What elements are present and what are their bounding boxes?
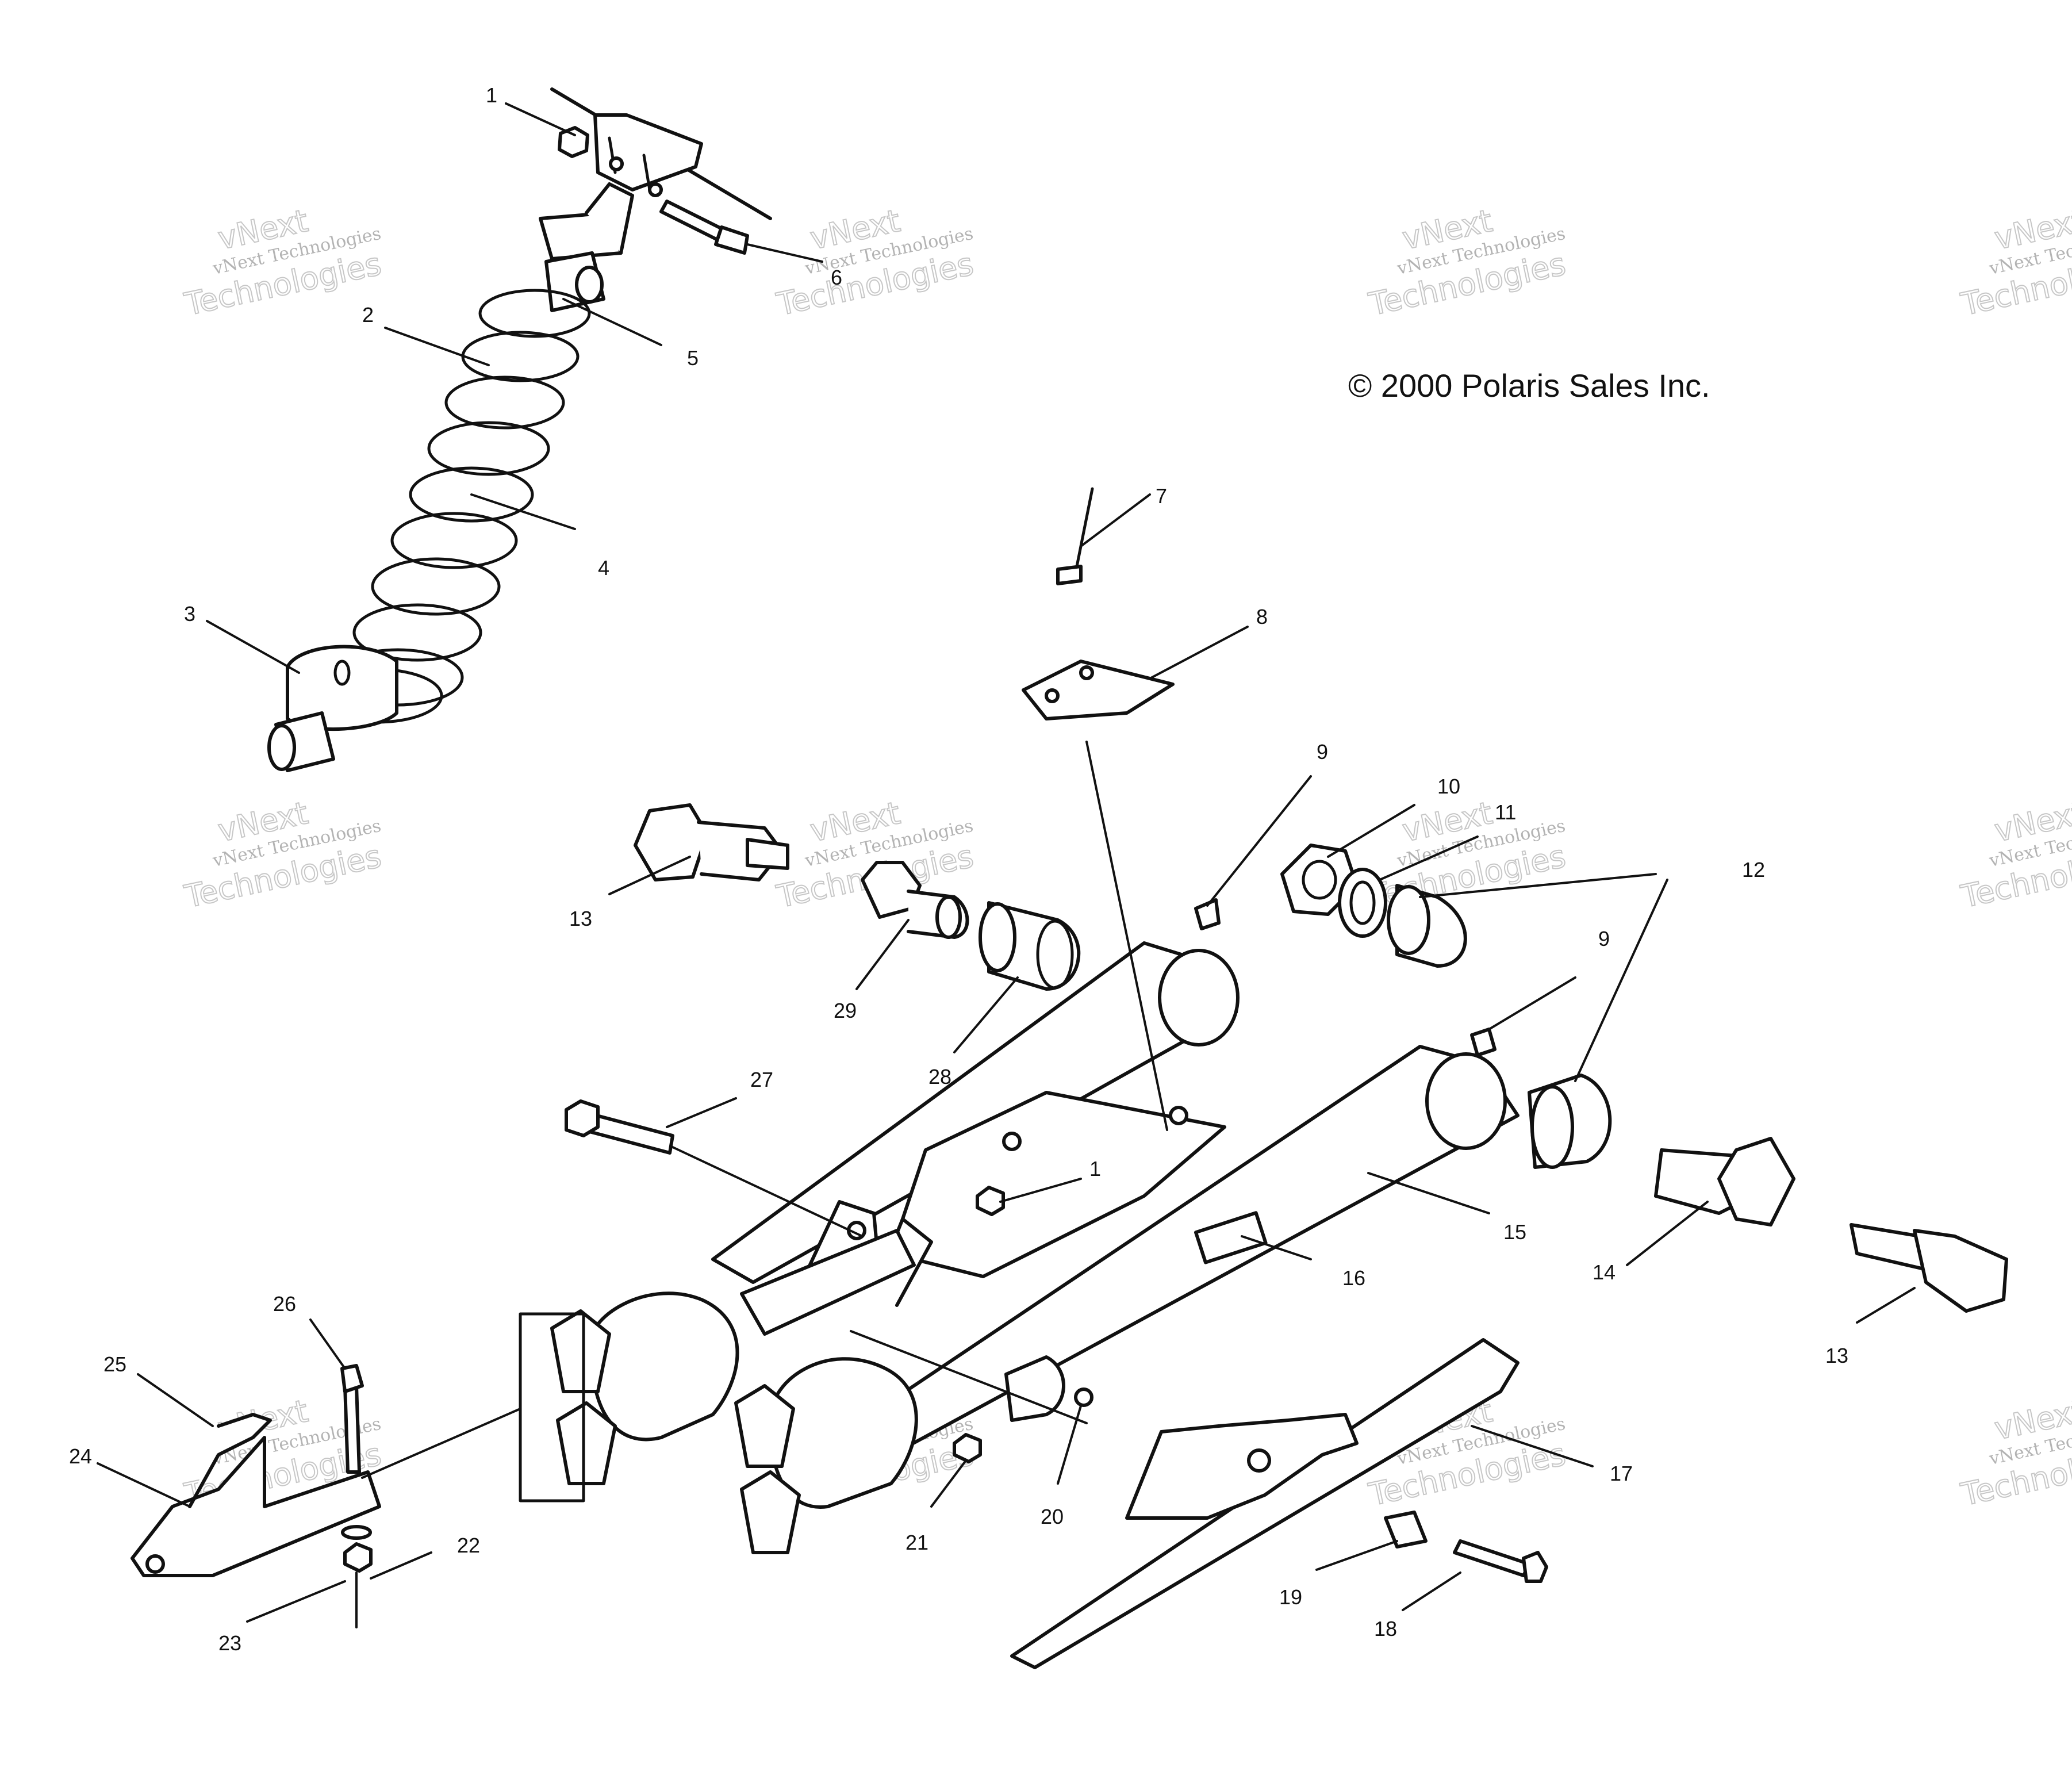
callouts: 1 2 3 4 5 6 7 8 9 10 11 12 9 13 29 28 27… [69, 83, 1848, 1655]
callout-17: 17 [1610, 1462, 1633, 1485]
copyright-text: © 2000 Polaris Sales Inc. [1348, 367, 1710, 404]
callout-9-upper: 9 [1317, 740, 1328, 764]
washer-23 [341, 1525, 372, 1540]
bushing-29-flange [861, 861, 922, 919]
callout-29: 29 [834, 999, 857, 1022]
clip-right-upper [734, 1384, 795, 1468]
bolt-26 [343, 1384, 361, 1474]
callout-28: 28 [928, 1065, 951, 1088]
callout-13-left: 13 [569, 907, 592, 930]
callout-25: 25 [103, 1352, 126, 1376]
left-rear-loop [588, 1291, 739, 1442]
watermark: vNext vNext Technologies Technologies [1957, 1392, 2072, 1513]
clip-box [519, 1312, 585, 1502]
callout-3: 3 [184, 602, 195, 626]
nut-22 [343, 1542, 373, 1573]
clip-right-lower [740, 1470, 801, 1554]
watermark: vNext vNext Technologies Technologies [1957, 794, 2072, 915]
clip-lower [556, 1401, 617, 1485]
leader-lines [97, 102, 1916, 1623]
nut-1b [976, 1186, 1005, 1216]
callout-22: 22 [457, 1534, 480, 1557]
callout-26: 26 [273, 1292, 296, 1316]
callout-1-lower: 1 [1089, 1157, 1101, 1180]
rail-body [1010, 1338, 1520, 1669]
nut-21 [953, 1433, 982, 1463]
bracket-20 [1004, 1355, 1065, 1422]
callout-20: 20 [1041, 1505, 1064, 1528]
shock-absorber [267, 87, 772, 772]
bracket-25 [188, 1413, 272, 1508]
pivot-left [634, 803, 1081, 991]
callout-23: 23 [218, 1631, 241, 1655]
watermark: vNext vNext Technologies Technologies [1957, 202, 2072, 323]
zerk-9-lower [1470, 1028, 1497, 1057]
watermarks: vNext vNext Technologies Technologies vN… [181, 202, 2072, 1513]
nut-1 [558, 126, 589, 158]
rear-bracket [131, 1364, 381, 1628]
callout-15: 15 [1503, 1220, 1526, 1244]
callout-8: 8 [1256, 605, 1268, 628]
bolt-6 [659, 200, 726, 242]
grease-zerk-7 [1073, 487, 1094, 577]
upper-bracket [593, 113, 703, 191]
callout-11: 11 [1495, 800, 1516, 824]
callout-18: 18 [1374, 1617, 1397, 1640]
skid-plate-8 [1022, 487, 1175, 720]
rail-bracket [1125, 1413, 1359, 1520]
bolt-18 [1453, 1539, 1531, 1577]
washer-20 [1074, 1387, 1093, 1407]
callout-2: 2 [362, 303, 374, 327]
callout-1: 1 [486, 83, 497, 107]
slide-rail-17 [1010, 1338, 1548, 1669]
callout-4: 4 [598, 556, 609, 580]
callout-9-lower: 9 [1598, 927, 1610, 950]
swingarm-15 [519, 941, 1520, 1554]
spacer-19 [1384, 1511, 1428, 1548]
watermark: vNext vNext Technologies Technologies [773, 202, 977, 323]
callout-12: 12 [1742, 858, 1765, 881]
callout-21: 21 [905, 1531, 928, 1554]
callout-27: 27 [750, 1068, 773, 1091]
pivot-right [1194, 844, 2008, 1313]
washer-11 [1338, 868, 1387, 938]
callout-14: 14 [1593, 1260, 1616, 1284]
watermark: vNext vNext Technologies Technologies [1365, 794, 1569, 915]
watermark: vNext vNext Technologies Technologies [181, 794, 385, 915]
bolt-13-head [634, 803, 709, 881]
callout-24: 24 [69, 1444, 92, 1468]
plate-8 [1022, 660, 1175, 720]
watermark: vNext vNext Technologies Technologies [1365, 202, 1569, 323]
callout-7: 7 [1156, 484, 1167, 508]
callout-6: 6 [831, 266, 842, 289]
callout-19: 19 [1279, 1585, 1302, 1609]
callout-5: 5 [687, 346, 699, 370]
watermark: vNext vNext Technologies Technologies [181, 202, 385, 323]
callout-16: 16 [1342, 1266, 1365, 1290]
callout-10: 10 [1437, 775, 1460, 798]
callout-13-right: 13 [1825, 1344, 1848, 1367]
decal-16 [1194, 1211, 1268, 1264]
